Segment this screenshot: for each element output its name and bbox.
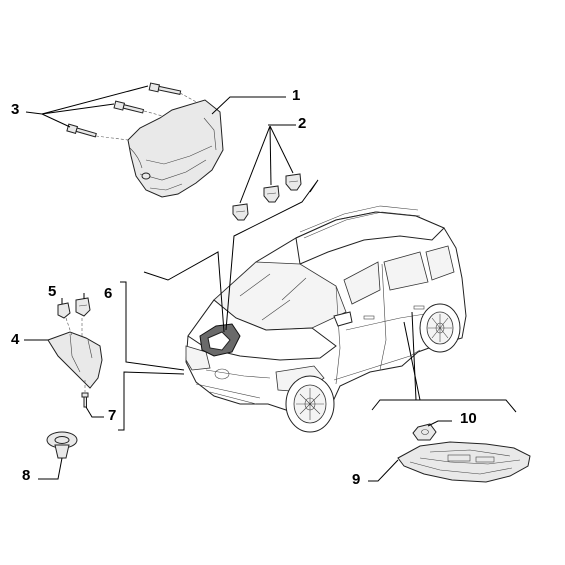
callout-9: 9 — [352, 471, 361, 488]
callout-2: 2 — [298, 115, 307, 132]
clips-part-2 — [232, 173, 302, 221]
callout-5: 5 — [48, 283, 57, 300]
callout-3: 3 — [11, 101, 20, 118]
leader-lines — [24, 85, 517, 482]
callout-8: 8 — [22, 467, 31, 484]
car-illustration — [185, 205, 467, 433]
underbody-shield-part-9 — [397, 441, 531, 483]
push-clip-part-8 — [46, 431, 78, 459]
callout-7: 7 — [108, 407, 117, 424]
clip-part-5 — [57, 302, 71, 319]
bracket-part-4 — [47, 317, 103, 389]
callout-4: 4 — [11, 331, 20, 348]
callout-10: 10 — [460, 410, 477, 427]
callout-6: 6 — [104, 285, 113, 302]
callout-1: 1 — [292, 87, 301, 104]
screw-part-7 — [81, 380, 89, 408]
nut-part-10 — [412, 423, 437, 441]
clip-part-6 — [75, 297, 91, 317]
wheel-arch-liner-part-1 — [127, 99, 224, 198]
